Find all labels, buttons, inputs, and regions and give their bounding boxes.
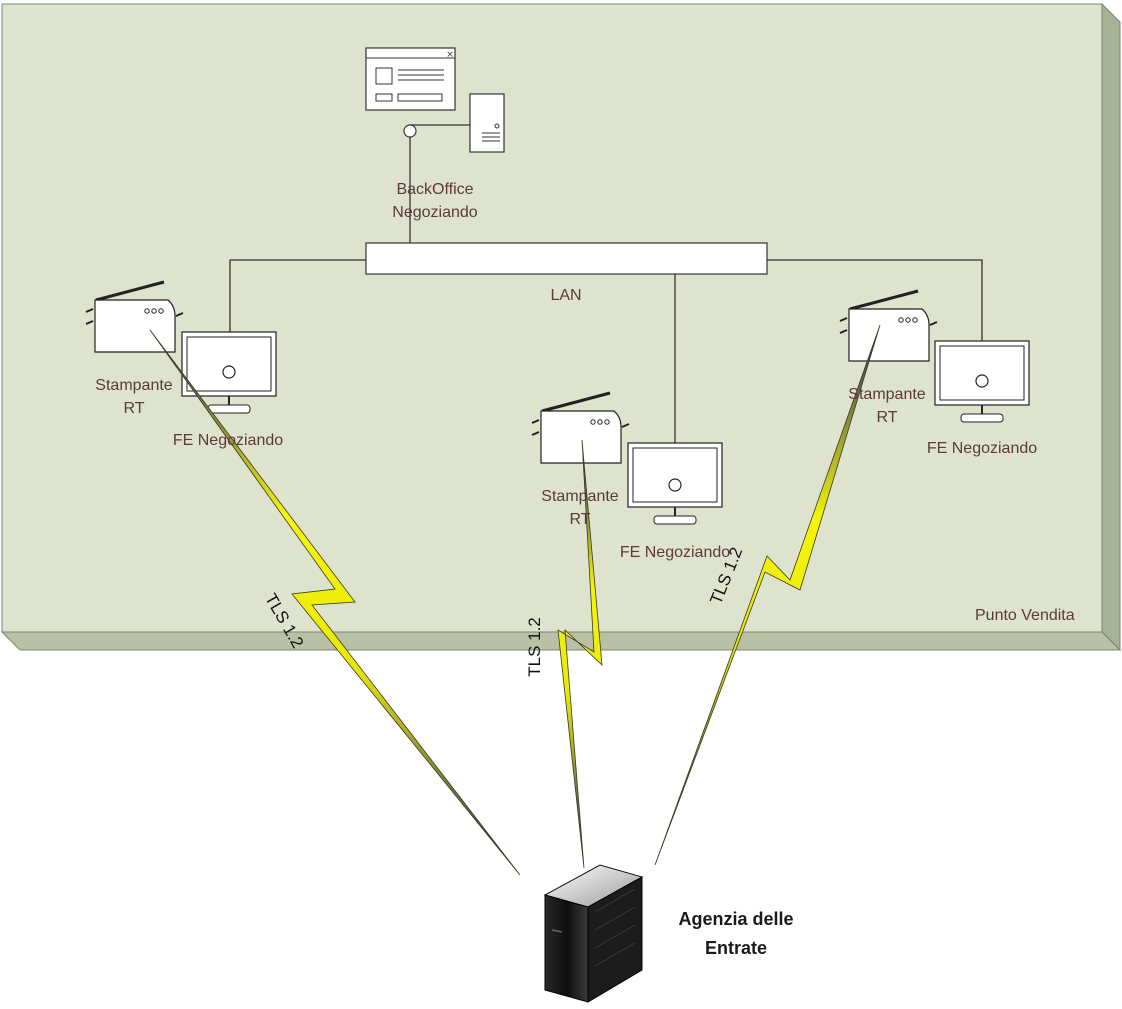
- tls-label-middle: TLS 1.2: [524, 617, 544, 677]
- printer-label-left: Stampante RT: [80, 374, 188, 420]
- backoffice-label: BackOffice Negoziando: [360, 178, 510, 224]
- printer-label-middle-line1: Stampante: [541, 488, 619, 505]
- printer-label-middle: Stampante RT: [526, 485, 634, 531]
- backoffice-tower-icon: [469, 93, 505, 153]
- zone-label: Punto Vendita: [975, 607, 1075, 624]
- printer-icon-right: [839, 289, 938, 362]
- monitor-icon-middle: [627, 442, 723, 525]
- printer-icon-middle: [531, 391, 630, 464]
- tls-bolt-right: [654, 324, 881, 866]
- lan-label: LAN: [550, 287, 582, 304]
- backoffice-window-icon: ×: [365, 47, 456, 111]
- fe-label-left: FE Negoziando: [172, 432, 284, 449]
- printer-label-right-line1: Stampante: [848, 386, 926, 403]
- backoffice-port: [403, 124, 417, 138]
- svg-text:×: ×: [446, 50, 454, 60]
- printer-label-right-line2: RT: [876, 409, 898, 426]
- agency-label: Agenzia delle Entrate: [656, 905, 816, 963]
- fe-label-middle: FE Negoziando: [619, 544, 731, 561]
- printer-label-middle-line2: RT: [569, 511, 591, 528]
- agency-label-line2: Entrate: [704, 938, 767, 958]
- tls-bolt-middle: [557, 439, 603, 869]
- tls-bolt-left: [149, 329, 521, 876]
- backoffice-label-line2: Negoziando: [392, 204, 478, 221]
- printer-label-left-line2: RT: [123, 400, 145, 417]
- agency-server-icon: [543, 864, 644, 1003]
- agency-label-line1: Agenzia delle: [678, 909, 794, 929]
- printer-label-left-line1: Stampante: [95, 377, 173, 394]
- backoffice-label-line1: BackOffice: [396, 181, 474, 198]
- monitor-icon-left: [181, 331, 277, 414]
- printer-label-right: Stampante RT: [833, 383, 941, 429]
- lan-bar: [365, 242, 768, 275]
- fe-label-right: FE Negoziando: [926, 440, 1038, 457]
- monitor-icon-right: [934, 340, 1030, 423]
- printer-icon-left: [85, 280, 184, 353]
